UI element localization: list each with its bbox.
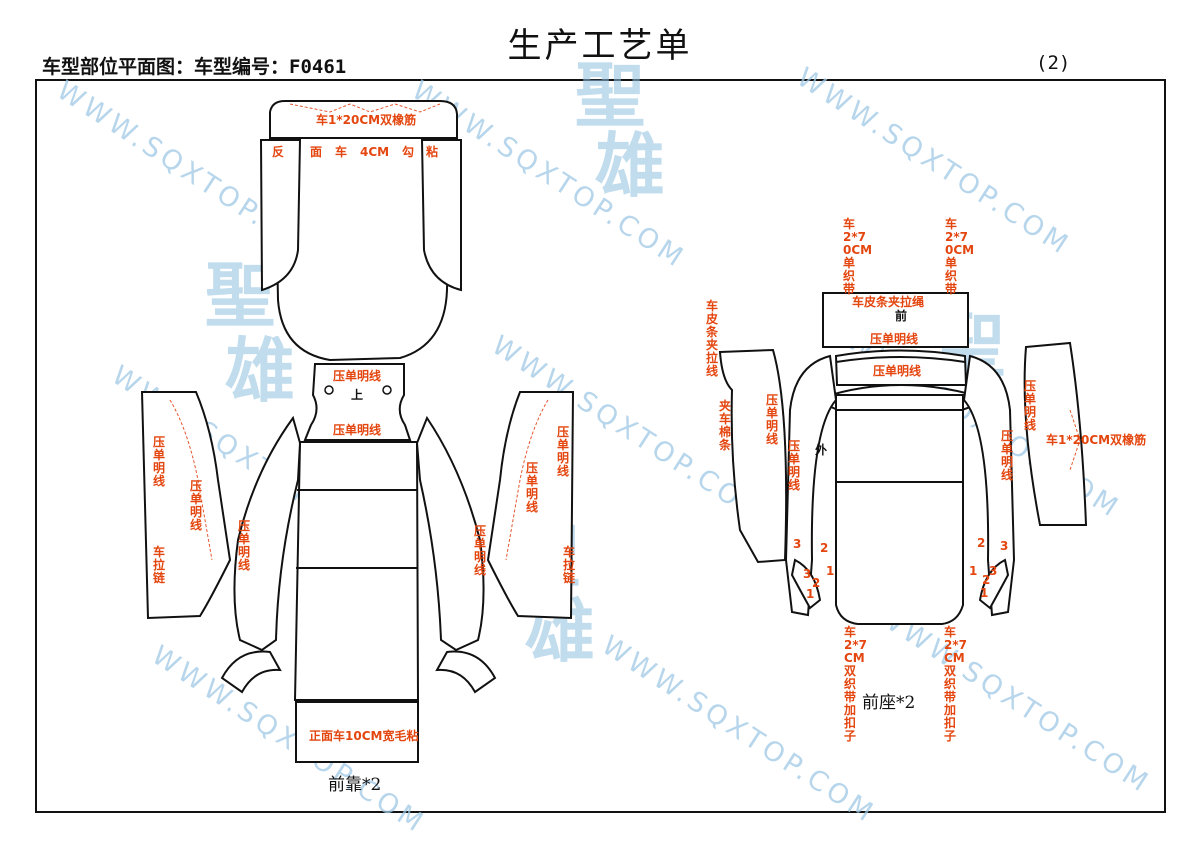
- label-right-side-stitch-2: 压单明线: [1024, 379, 1036, 432]
- label-right-elastic: 车1*20CM双橡筋: [1046, 432, 1146, 447]
- seat-outer-flap-left: [718, 348, 788, 564]
- label-seat-band-2: 压单明线: [873, 363, 921, 378]
- caption-front-seat: 前座*2: [862, 693, 915, 713]
- watermark-logo: 雄: [595, 124, 665, 207]
- assembly-number: 2: [982, 573, 990, 587]
- seat-band-curve: [835, 356, 966, 363]
- assembly-number: 3: [989, 564, 997, 578]
- backrest-inner-wing-right: [415, 415, 485, 652]
- label-left-drawcord: 车皮条夹拉线: [705, 298, 719, 378]
- label-seat-top: 车皮条夹拉绳: [852, 294, 924, 309]
- label-left-wing-stitch: 压单明线: [153, 435, 165, 488]
- assembly-number: 1: [826, 564, 834, 578]
- label-right-wing-stitch: 压单明线: [557, 425, 569, 478]
- backrest-corner-piece-left: [220, 650, 282, 694]
- backrest-head-panel: [273, 137, 452, 362]
- watermark-url: WWW.SQXTOP.COM: [596, 630, 881, 830]
- label-inner-left-stitch: 压单明线: [238, 519, 250, 572]
- label-side-6: 粘: [426, 144, 438, 159]
- label-side-4: 4CM: [360, 145, 389, 159]
- assembly-number: 3: [793, 537, 801, 551]
- label-top-band: 车1*20CM双橡筋: [316, 112, 416, 127]
- backrest-outer-wing-right: [486, 391, 575, 620]
- label-seat-band-1: 压单明线: [870, 331, 918, 346]
- seat-side-right: [962, 354, 1016, 617]
- seat-corner-piece-right: [978, 558, 1010, 610]
- page-title: 生产工艺单: [507, 26, 693, 66]
- front-backrest-pattern: 车1*20CM双橡筋 反 面 车 4CM 勾 粘 压单明线 上 压单明线 正面车…: [140, 100, 576, 795]
- page-number: (2): [1036, 52, 1071, 74]
- backrest-bottom-panel: [295, 701, 419, 763]
- backrest-head-right-flap: [420, 139, 462, 292]
- label-left-wing-stitch-2: 压单明线: [190, 479, 202, 532]
- label-inner-right-stitch: 压单明线: [474, 524, 486, 577]
- label-side-2: 面: [310, 145, 322, 159]
- label-left-side-stitch-2: 压单明线: [788, 439, 800, 492]
- watermark-logo: 聖: [575, 54, 645, 137]
- assembly-number: 1: [969, 564, 977, 578]
- caption-front-backrest: 前靠*2: [328, 775, 381, 795]
- elastic-mark: [1069, 409, 1081, 471]
- label-seat-outer-mark: 外: [815, 442, 827, 457]
- label-side-5: 勾: [402, 144, 414, 159]
- seat-corner-piece-left: [790, 558, 822, 610]
- seat-outer-flap-right: [1023, 341, 1088, 526]
- label-side-1: 反: [272, 144, 284, 159]
- label-up-mark: 上: [351, 387, 363, 402]
- assembly-number: 2: [812, 576, 820, 590]
- backrest-corner-piece-right: [435, 650, 497, 694]
- watermark-logo: 雄: [225, 329, 295, 412]
- label-bottom-velcro: 正面车10CM宽毛粘: [309, 728, 418, 743]
- model-subtitle: 车型部位平面图：车型编号：F0461: [42, 56, 347, 78]
- seat-side-left: [784, 354, 838, 617]
- label-side-3: 车: [335, 144, 347, 159]
- backrest-main-panel: [293, 441, 420, 701]
- label-left-piping: 夹车棉条: [718, 398, 732, 452]
- backrest-outer-wing-left: [140, 391, 232, 620]
- seat-top-panel: [822, 292, 969, 348]
- assembly-number: 3: [803, 567, 811, 581]
- backrest-neck-panel: [303, 363, 412, 441]
- drawing-frame: [35, 79, 1166, 813]
- seat-main-panel: [835, 394, 964, 625]
- label-neck-stitch: 压单明线: [333, 368, 381, 383]
- label-right-side-stitch: 压单明线: [1001, 429, 1013, 482]
- assembly-number: 1: [806, 587, 814, 601]
- assembly-number: 1: [980, 586, 988, 600]
- watermark-url: WWW.SQXTOP.COM: [791, 62, 1076, 262]
- label-left-side-stitch: 压单明线: [766, 393, 778, 446]
- assembly-number: 2: [820, 541, 828, 555]
- elastic-mark: [289, 103, 441, 113]
- backrest-top-band: [269, 100, 458, 139]
- label-left-wing-zipper: 车拉链: [153, 544, 166, 585]
- label-neck-stitch-lower: 压单明线: [333, 422, 381, 437]
- eyelet-mark: [382, 385, 392, 395]
- label-right-wing-zipper: 车拉链: [563, 544, 576, 585]
- label-right-wing-stitch-2: 压单明线: [526, 461, 538, 514]
- assembly-number: 2: [977, 536, 985, 550]
- assembly-number: 3: [1000, 539, 1008, 553]
- backrest-head-left-flap: [259, 139, 302, 292]
- backrest-inner-wing-left: [233, 415, 302, 652]
- label-seat-front-mark: 前: [895, 308, 907, 323]
- eyelet-mark: [324, 385, 334, 395]
